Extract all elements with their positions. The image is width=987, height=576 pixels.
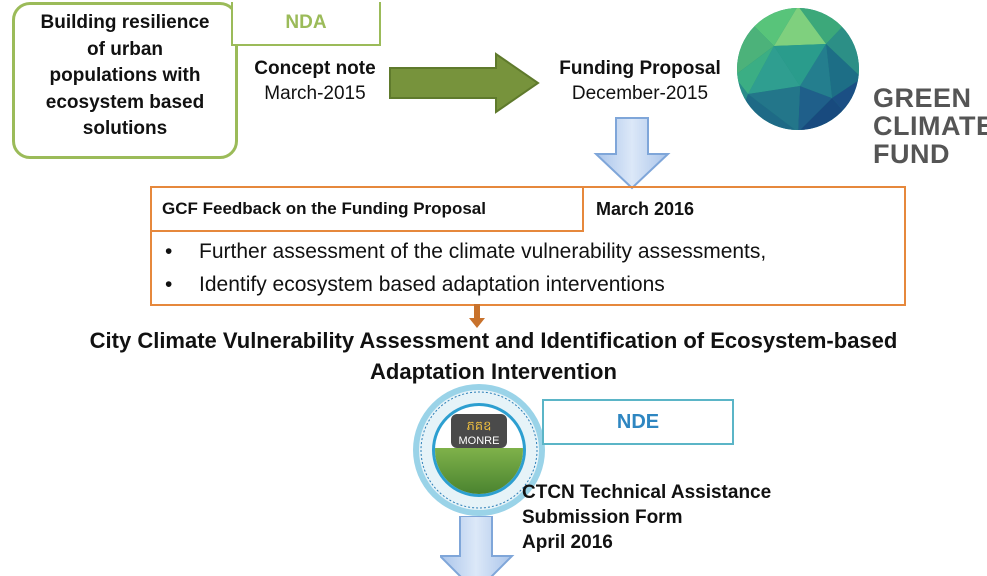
green-arrow-icon	[389, 52, 540, 114]
bottom-down-arrow-icon	[440, 516, 515, 576]
bullet-symbol: •	[165, 273, 173, 296]
gcf-logo-line: FUND	[873, 139, 950, 169]
funding-proposal-title: Funding Proposal	[559, 58, 721, 79]
assessment-line: City Climate Vulnerability Assessment an…	[89, 328, 898, 353]
funding-proposal-date: December-2015	[571, 83, 709, 104]
down-arrow-icon	[593, 117, 671, 190]
bullet-text: Identify ecosystem based adaptation inte…	[199, 273, 665, 296]
monre-khmer-text: ភគឧ	[467, 419, 492, 434]
gcf-logo-text: GREEN CLIMATE FUND	[873, 84, 987, 168]
project-title-line: ecosystem based	[45, 91, 205, 113]
ctcn-line: CTCN Technical Assistance	[522, 482, 772, 503]
ctcn-submission: CTCN Technical Assistance Submission For…	[522, 480, 771, 555]
monre-seal-logo: ភគឧ MONRE	[413, 384, 545, 516]
feedback-date: March 2016	[596, 199, 695, 219]
funding-proposal: Funding Proposal December-2015	[543, 56, 737, 106]
bullet-symbol: •	[165, 240, 173, 263]
project-title-line: populations with	[49, 65, 201, 86]
project-box	[12, 2, 238, 159]
gcf-logo-line: GREEN	[873, 83, 972, 113]
project-title-line: Building resilience	[40, 12, 210, 33]
concept-note: Concept note March-2015	[240, 56, 390, 106]
small-down-arrow-icon	[469, 304, 485, 328]
gcf-logo-line: CLIMATE	[873, 111, 987, 141]
bullet-text: Further assessment of the climate vulner…	[199, 240, 767, 263]
feedback-bullet: • Identify ecosystem based adaptation int…	[165, 272, 665, 298]
ctcn-line: April 2016	[522, 532, 613, 553]
feedback-title: GCF Feedback on the Funding Proposal	[150, 186, 584, 232]
project-title-line: solutions	[82, 118, 168, 139]
nda-box: NDA	[231, 2, 381, 46]
feedback-bullet: • Further assessment of the climate vulne…	[165, 239, 766, 265]
assessment-heading: City Climate Vulnerability Assessment an…	[0, 325, 987, 387]
concept-note-date: March-2015	[264, 83, 366, 104]
gcf-globe-icon	[737, 8, 859, 130]
project-title-line: of urban	[87, 38, 163, 60]
concept-note-title: Concept note	[254, 58, 376, 79]
monre-label: MONRE	[459, 435, 500, 447]
project-title: Building resilience of urban populations…	[12, 10, 238, 143]
assessment-line: Adaptation Intervention	[370, 359, 617, 384]
ctcn-line: Submission Form	[522, 507, 683, 528]
nde-box: NDE	[542, 399, 734, 445]
